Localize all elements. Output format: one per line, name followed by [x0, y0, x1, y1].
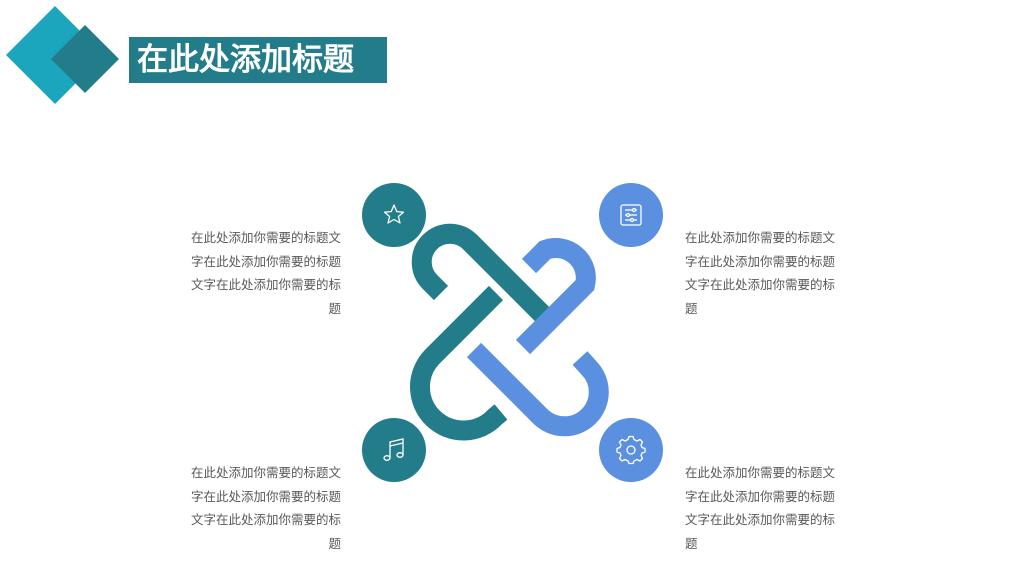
- blue-link-lower: [466, 342, 609, 437]
- diamond-small: [51, 25, 119, 93]
- page-title: 在此处添加标题: [137, 42, 354, 78]
- title-bar: [129, 37, 387, 83]
- teal-link-lower: [410, 285, 508, 441]
- gear-icon: [616, 435, 646, 465]
- header-decoration: [6, 6, 119, 104]
- sliders-icon: [620, 204, 642, 226]
- gear-badge: [599, 418, 663, 482]
- text-bottom-right: 在此处添加你需要的标题文字在此处添加你需要的标题文字在此处添加你需要的标题: [685, 465, 836, 551]
- teal-link-upper: [411, 223, 554, 326]
- music-note-icon: [383, 438, 404, 461]
- text-bottom-left: 在此处添加你需要的标题文字在此处添加你需要的标题文字在此处添加你需要的标题: [190, 465, 341, 551]
- star-icon: [383, 204, 405, 224]
- sliders-badge: [599, 183, 663, 247]
- star-badge: [362, 183, 426, 247]
- text-top-left: 在此处添加你需要的标题文字在此处添加你需要的标题文字在此处添加你需要的标题: [190, 230, 341, 316]
- blue-link-upper: [515, 238, 596, 355]
- music-badge: [362, 418, 426, 482]
- text-top-right: 在此处添加你需要的标题文字在此处添加你需要的标题文字在此处添加你需要的标题: [685, 230, 836, 316]
